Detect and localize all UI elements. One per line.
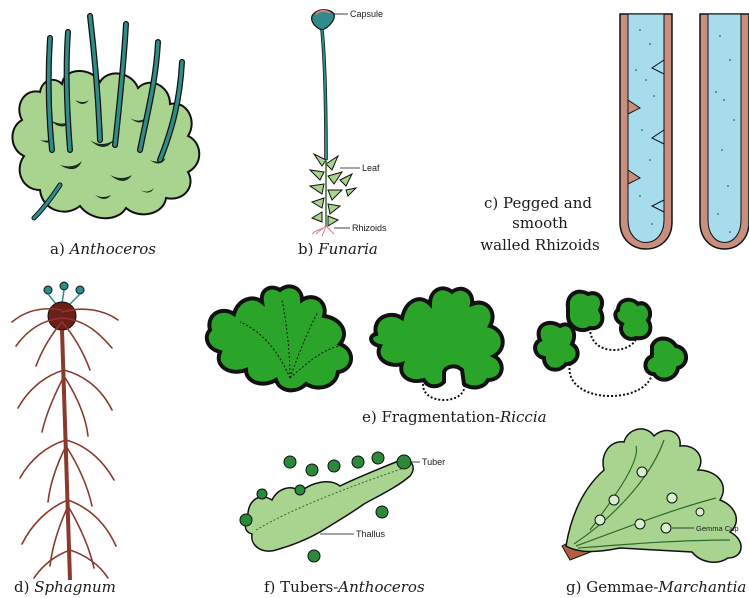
riccia-thallus-whole: [207, 286, 351, 390]
panel-e-riccia: e) Fragmentation-Riccia: [207, 286, 686, 426]
riccia-fragments: [535, 292, 686, 380]
funaria-capsule: [312, 10, 335, 30]
panel-d-sphagnum: d) Sphagnum: [12, 282, 118, 596]
caption-c-line3: walled Rhizoids: [480, 236, 599, 254]
caption-c-line2: smooth: [512, 214, 568, 232]
label-leaf: Leaf: [362, 163, 380, 173]
caption-c-line1: c) Pegged and: [484, 194, 592, 212]
funaria-leaves: [310, 154, 356, 226]
caption-g: g) Gemmae-Marchantia: [566, 578, 746, 596]
label-thallus: Thallus: [356, 529, 386, 539]
caption-b: b) Funaria: [298, 240, 378, 258]
label-tuber: Tuber: [422, 457, 445, 467]
tuber-thallus: [245, 460, 413, 551]
caption-a: a) Anthoceros: [50, 240, 156, 258]
panel-f-tubers: Tuber Thallus f) Tubers-Anthoceros: [240, 452, 445, 596]
funaria-rhizoids: [312, 226, 334, 236]
label-capsule: Capsule: [350, 9, 383, 19]
caption-e: e) Fragmentation-Riccia: [362, 408, 547, 426]
label-rhizoids: Rhizoids: [352, 223, 387, 233]
panel-g-marchantia: Gemma Cup g) Gemmae-Marchantia: [562, 429, 746, 596]
panel-a-anthoceros: a) Anthoceros: [12, 16, 199, 258]
riccia-thallus-fragmenting: [371, 288, 503, 387]
caption-d: d) Sphagnum: [14, 578, 116, 596]
panel-b-funaria: Capsule Leaf Rhizoids b) Funaria: [298, 9, 387, 258]
label-gemma-cup: Gemma Cup: [696, 524, 739, 533]
sphagnum-stem: [62, 330, 70, 580]
sphagnum-head: [48, 302, 76, 330]
panel-c-rhizoids: c) Pegged and smooth walled Rhizoids: [480, 14, 749, 254]
caption-f: f) Tubers-Anthoceros: [264, 578, 425, 596]
